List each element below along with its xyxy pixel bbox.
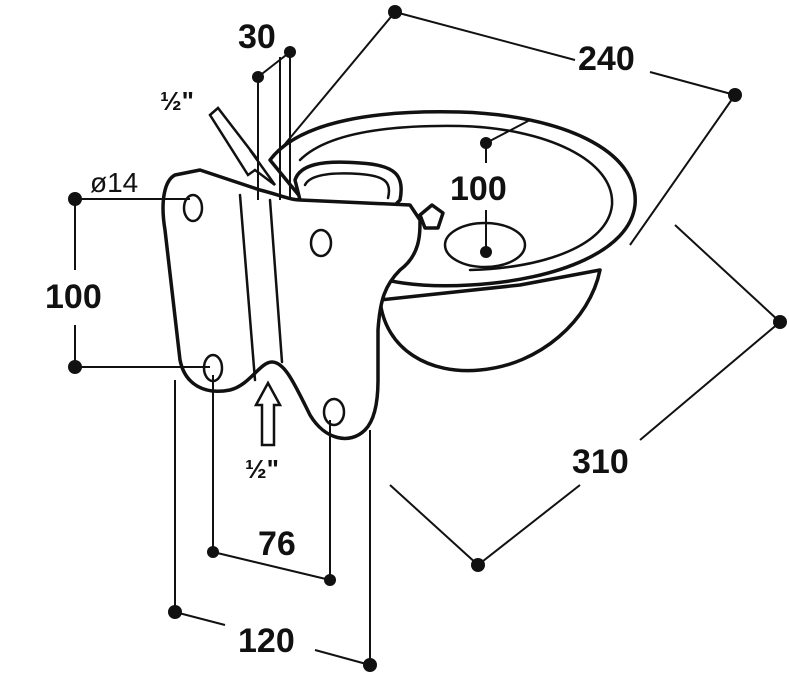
dim-hole-spacing-horizontal: 76 xyxy=(258,525,296,563)
mounting-hole xyxy=(322,397,346,427)
dim-hole-spacing-vertical: 100 xyxy=(45,278,102,316)
dim-bottom-inlet: ½" xyxy=(245,454,279,484)
mounting-hole xyxy=(309,228,333,258)
dim-plate-width: 120 xyxy=(238,622,295,660)
mounting-plate xyxy=(161,168,422,441)
dim-top-inlet: ½" xyxy=(160,86,194,116)
bottom-inlet-arrow-icon xyxy=(253,380,283,447)
dimension-endpoints xyxy=(68,5,787,672)
mounting-hole xyxy=(182,193,204,223)
dim-inlet-size: 30 xyxy=(238,18,276,56)
dim-bowl-length: 240 xyxy=(578,40,635,78)
dim-bowl-depth: 100 xyxy=(450,170,507,208)
dim-overall-depth: 310 xyxy=(572,443,629,481)
top-inlet-arrow-icon xyxy=(208,106,277,186)
dimension-lines xyxy=(74,11,781,666)
dim-hole-diameter: ø14 xyxy=(90,167,138,198)
